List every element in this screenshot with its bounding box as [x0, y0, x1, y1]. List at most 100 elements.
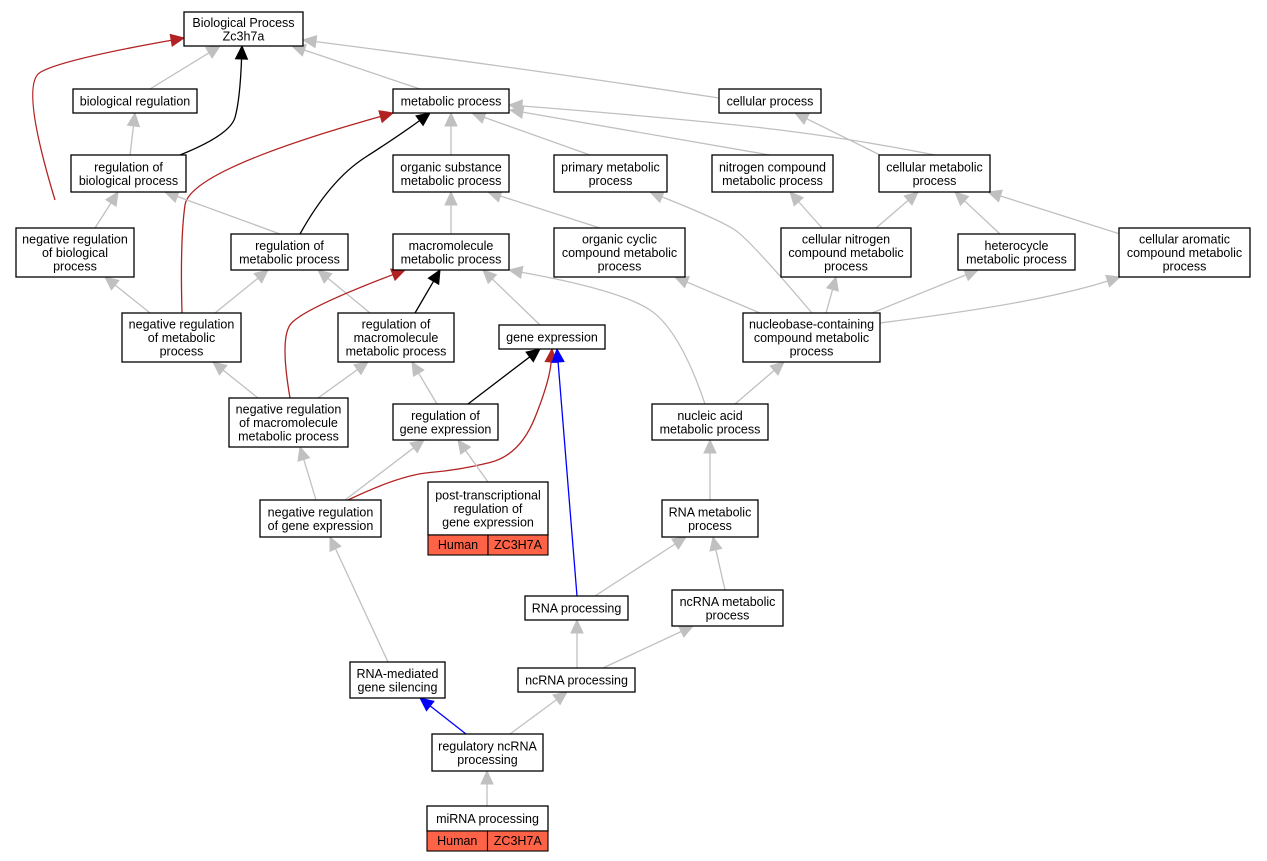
- node-box: [259, 499, 382, 538]
- node-label: of macromolecule: [239, 416, 338, 430]
- arrowhead: [104, 191, 119, 208]
- arrowhead: [552, 691, 568, 706]
- edge-ncrnaproc-to-rnaproc: [570, 618, 584, 668]
- edge-negmetab-to-negbio: [104, 276, 151, 314]
- edge-line: [594, 542, 677, 597]
- node-box: [671, 589, 784, 627]
- node-ncrnaproc[interactable]: ncRNA processing: [517, 667, 636, 693]
- node-label: compound metabolic: [1127, 246, 1242, 260]
- node-metab[interactable]: metabolic process: [392, 88, 510, 114]
- edge-rnaproc-to-rnametab: [594, 536, 687, 597]
- arrowhead: [670, 536, 687, 551]
- arrowhead: [769, 361, 785, 376]
- arrowhead: [1105, 274, 1122, 288]
- node-bioreg[interactable]: biological regulation: [72, 88, 198, 114]
- edge-nucleobase-to-orgcyclic: [673, 275, 761, 314]
- node-box: [553, 227, 686, 278]
- node-label: metabolic process: [346, 345, 447, 359]
- arrowhead: [962, 268, 980, 282]
- edge-line: [520, 105, 936, 156]
- edge-line: [179, 57, 243, 156]
- edge-line: [299, 119, 421, 235]
- arrowhead: [457, 439, 472, 455]
- annotation-species: Human: [437, 834, 477, 848]
- arrowhead: [427, 268, 441, 286]
- arrowhead: [507, 99, 523, 113]
- node-label: miRNA processing: [436, 812, 539, 826]
- edge-mirna-to-regncrna: [480, 769, 494, 806]
- arrowhead: [169, 33, 186, 48]
- node-box: [72, 88, 198, 114]
- edge-negbio-to-regbio: [94, 191, 119, 229]
- edge-cellmetab-to-metab: [507, 99, 936, 156]
- edge-line: [149, 51, 211, 90]
- arrowhead: [903, 191, 919, 206]
- node-label: nucleobase-containing: [749, 318, 874, 332]
- node-cellular[interactable]: cellular process: [718, 88, 822, 114]
- edge-line: [214, 277, 260, 314]
- node-label: post-transcriptional: [435, 489, 541, 503]
- edge-regmacro-to-macro: [414, 268, 441, 314]
- arrowhead: [444, 111, 458, 127]
- edge-cellnitro-to-cellmetab: [875, 191, 919, 229]
- edge-regmacro-to-regmetab: [317, 269, 371, 314]
- edge-negmetab-to-metab: [180, 110, 395, 314]
- node-label: ncRNA metabolic: [680, 595, 776, 609]
- edge-line: [714, 548, 726, 591]
- node-label: Zc3h7a: [223, 29, 265, 43]
- edge-line: [113, 283, 151, 314]
- edge-cellnitro-to-nitro: [789, 191, 823, 229]
- edge-geneexp-to-macro: [482, 269, 541, 326]
- edge-line: [660, 195, 813, 314]
- edge-line: [499, 195, 601, 229]
- node-label: process: [53, 260, 97, 274]
- edge-line: [879, 280, 1109, 324]
- annotation-species: Human: [438, 538, 478, 552]
- node-label: regulation of: [362, 318, 431, 332]
- node-rnaproc[interactable]: RNA processing: [524, 595, 629, 621]
- edge-rnametab-to-nucacid: [703, 438, 717, 500]
- edge-line: [825, 288, 834, 314]
- edge-line: [94, 201, 113, 229]
- edge-rnaproc-to-geneexp: [551, 347, 578, 597]
- node-label: metabolic process: [401, 252, 502, 266]
- edge-regmetab-to-metab: [299, 112, 431, 235]
- edge-line: [417, 371, 438, 405]
- node-label: process: [790, 345, 834, 359]
- node-label: negative regulation: [236, 403, 342, 417]
- node-geneexp[interactable]: gene expression: [498, 324, 606, 350]
- edge-macro-to-orgsub: [444, 190, 458, 234]
- edge-line: [180, 115, 382, 314]
- node-box: [392, 233, 510, 271]
- arrowhead: [525, 348, 541, 363]
- edge-line: [326, 277, 371, 314]
- node-label: process: [824, 260, 868, 274]
